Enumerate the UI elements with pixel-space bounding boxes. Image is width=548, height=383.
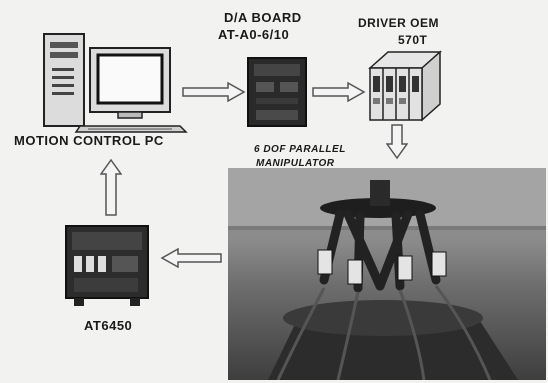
parallel-manipulator-photo — [228, 168, 546, 380]
arrow-down-icon — [386, 124, 408, 160]
manipulator-label: 6 DOF PARALLEL — [254, 144, 346, 155]
da-board-label: D/A BOARD — [224, 10, 302, 25]
da-board-model-label: AT-A0-6/10 — [218, 27, 289, 42]
at6450-label: AT6450 — [84, 318, 132, 333]
controller-board-icon — [64, 222, 150, 308]
arrow-up-icon — [100, 158, 122, 216]
pc-label: MOTION CONTROL PC — [14, 133, 164, 148]
computer-icon — [40, 28, 190, 133]
circuit-board-icon — [246, 56, 308, 128]
arrow-left-icon — [160, 248, 222, 268]
driver-module-icon — [366, 46, 444, 122]
arrow-right-icon — [182, 82, 246, 102]
arrow-right-icon — [312, 82, 366, 102]
driver-model-label: 570T — [398, 33, 427, 47]
driver-label: DRIVER OEM — [358, 16, 439, 30]
